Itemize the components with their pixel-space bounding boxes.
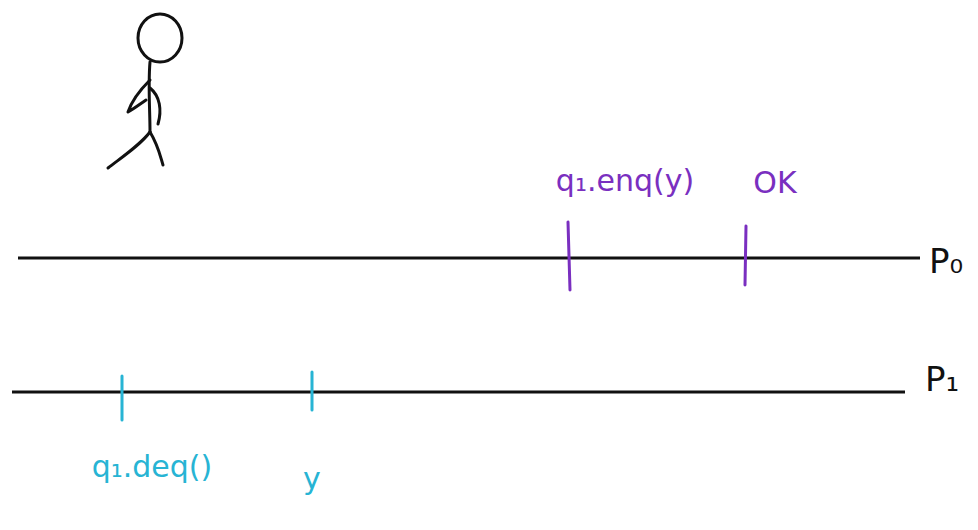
event-tick bbox=[121, 376, 124, 420]
operation-response: OK bbox=[753, 166, 796, 199]
event-tick bbox=[311, 372, 314, 410]
operation-call: q₁.enq(y) bbox=[556, 164, 694, 197]
event-tick bbox=[568, 222, 570, 290]
stick-figure bbox=[108, 14, 182, 168]
process-line bbox=[18, 257, 920, 260]
process-name: P₀ bbox=[929, 243, 963, 280]
operation-call: q₁.deq() bbox=[92, 450, 213, 483]
operation-response: y bbox=[303, 462, 321, 495]
process-name: P₁ bbox=[925, 361, 959, 398]
event-tick bbox=[745, 226, 746, 285]
process-line bbox=[12, 391, 905, 394]
